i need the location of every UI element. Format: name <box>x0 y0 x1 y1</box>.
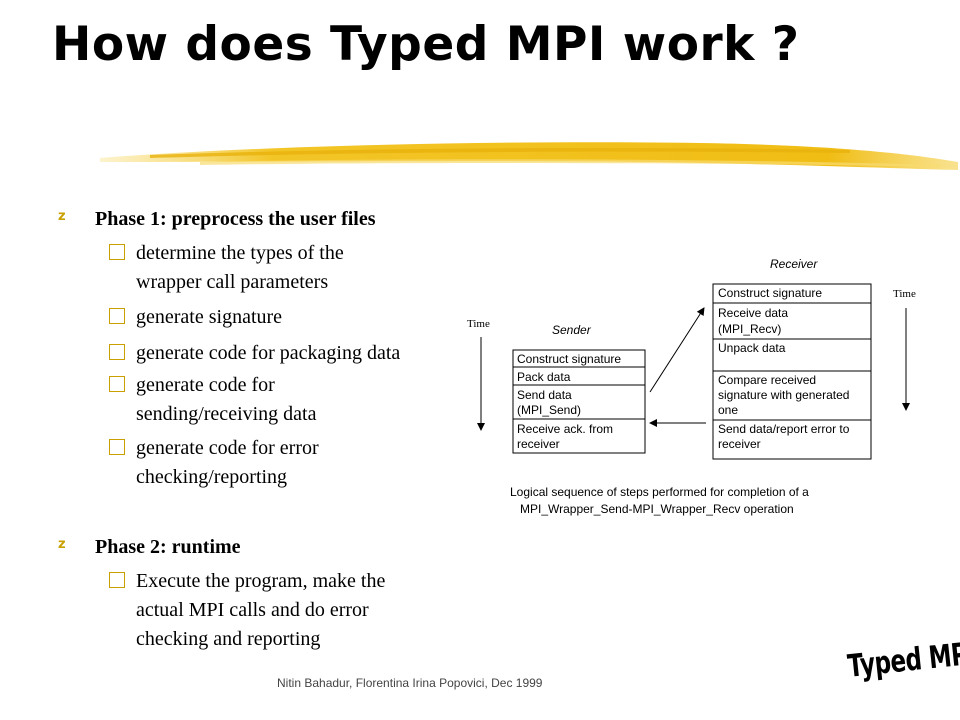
bullet-y-icon <box>109 376 125 392</box>
receiver-step: one <box>718 403 738 417</box>
phase1-item: generate code for packaging data <box>109 339 529 368</box>
slide-footer: Nitin Bahadur, Florentina Irina Popovici… <box>277 676 543 690</box>
sender-step: Receive ack. from <box>517 422 613 436</box>
bullet-z-icon: z <box>58 209 66 224</box>
phase1-item: generate code for error checking/reporti… <box>109 434 469 492</box>
slide-title: How does Typed MPI work ? <box>52 17 800 72</box>
phase1-item-line: determine the types of the <box>136 242 344 264</box>
sender-step: Pack data <box>517 370 571 384</box>
diagram-caption-line: MPI_Wrapper_Send-MPI_Wrapper_Recv operat… <box>520 502 794 516</box>
phase2-item: Execute the program, make the actual MPI… <box>109 567 469 654</box>
time-label-receiver: Time <box>893 288 916 300</box>
phase1-item-line: generate code for error <box>136 437 319 459</box>
diagram-caption-line: Logical sequence of steps performed for … <box>510 485 809 499</box>
phase1-item-line: wrapper call parameters <box>136 271 329 293</box>
phase1-item-line: sending/receiving data <box>136 403 317 425</box>
sender-step: Construct signature <box>517 352 621 366</box>
bullet-y-icon <box>109 244 125 260</box>
receiver-step: signature with generated <box>718 388 849 402</box>
sender-step: (MPI_Send) <box>517 403 581 417</box>
receiver-step: receiver <box>718 437 761 451</box>
phase1-item: generate signature <box>109 303 469 332</box>
phase1-heading: Phase 1: preprocess the user files <box>95 208 376 230</box>
phase1-item-line: generate code for packaging data <box>136 342 401 364</box>
bullet-y-icon <box>109 572 125 588</box>
receiver-step: Compare received <box>718 373 816 387</box>
bullet-y-icon <box>109 308 125 324</box>
phase2-item-line: checking and reporting <box>136 628 321 650</box>
receiver-step: (MPI_Recv) <box>718 322 781 336</box>
send-arrow <box>649 307 705 393</box>
phase1-item: determine the types of the wrapper call … <box>109 239 469 297</box>
receiver-step: Send data/report error to <box>718 422 850 436</box>
phase2-item-line: actual MPI calls and do error <box>136 599 369 621</box>
receiver-step: Construct signature <box>718 286 822 300</box>
sender-steps-box: Construct signature Pack data Send data … <box>512 349 646 454</box>
title-underline-brush <box>100 142 958 170</box>
sender-step: Send data <box>517 388 572 402</box>
phase1-item-line: generate signature <box>136 306 283 328</box>
receiver-step: Receive data <box>718 306 788 320</box>
phase2-heading: Phase 2: runtime <box>95 536 241 558</box>
phase1-item-line: generate code for <box>136 374 275 396</box>
receiver-step: Unpack data <box>718 341 786 355</box>
bullet-y-icon <box>109 344 125 360</box>
receiver-label: Receiver <box>770 257 818 271</box>
bullet-y-icon <box>109 439 125 455</box>
phase1-item-line: checking/reporting <box>136 466 288 488</box>
bullet-z-icon: z <box>58 537 66 552</box>
time-label-sender: Time <box>467 318 490 330</box>
phase2-item-line: Execute the program, make the <box>136 570 386 592</box>
sender-label: Sender <box>552 323 592 337</box>
phase1-item: generate code for sending/receiving data <box>109 371 469 429</box>
sender-step: receiver <box>517 437 560 451</box>
receiver-steps-box: Construct signature Receive data (MPI_Re… <box>712 283 872 460</box>
